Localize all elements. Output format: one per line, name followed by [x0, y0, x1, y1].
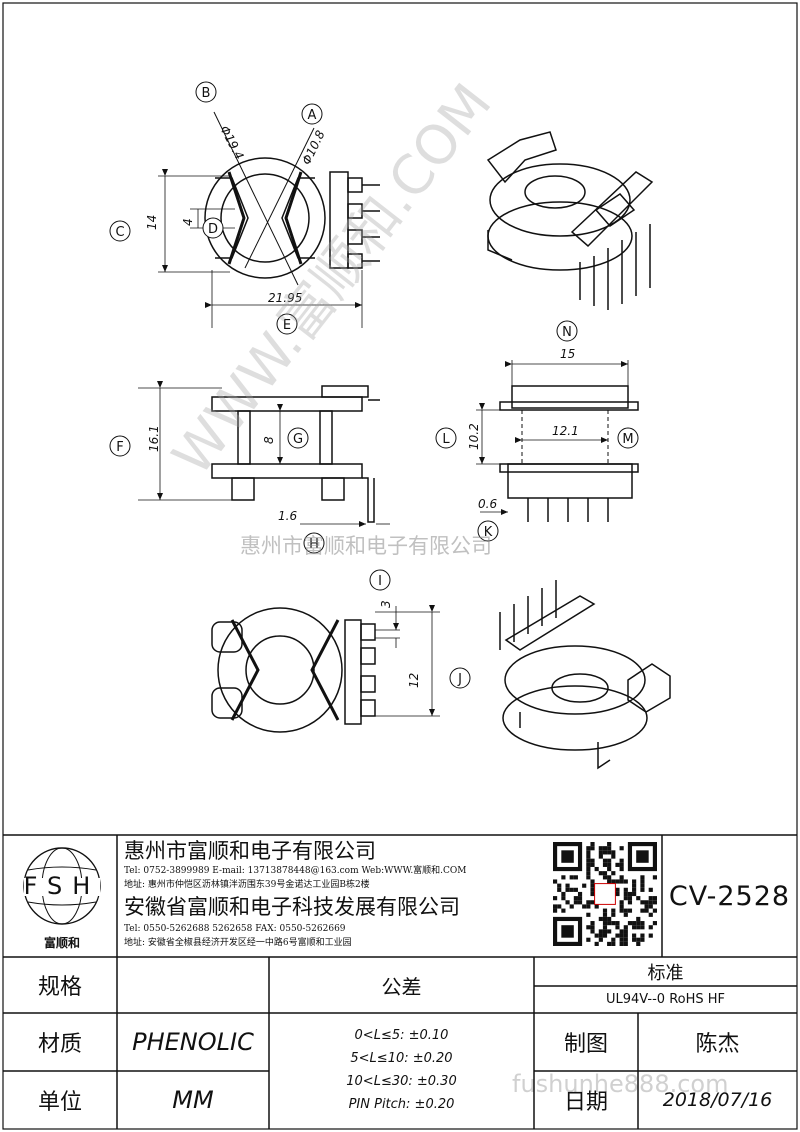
dim-12-1: 12.1	[552, 424, 579, 438]
tolerance-line: PIN Pitch: ±0.20	[348, 1097, 455, 1112]
front-view	[476, 360, 639, 522]
callout-M: M	[622, 432, 633, 447]
callout-G: G	[293, 432, 303, 447]
dim-14: 14	[145, 215, 159, 230]
qr-code	[553, 842, 657, 946]
logo-letters: FSH	[23, 872, 101, 900]
spec-label: 规格	[37, 975, 82, 1000]
callout-F: F	[116, 440, 123, 455]
company1-contact: Tel: 0752-3899989 E-mail: 13713878448@16…	[124, 866, 467, 876]
dim-3: 3	[379, 600, 393, 608]
dim-8: 8	[262, 436, 276, 444]
callout-A: A	[308, 108, 317, 123]
url-watermark: fushunhe888.com	[512, 1070, 729, 1098]
part-number: CV-2528	[668, 880, 791, 912]
callout-letters: B A C D E F G L M N H K I J	[115, 86, 633, 687]
top-view	[158, 111, 380, 328]
unit-label: 单位	[37, 1090, 82, 1115]
tolerance-line: 0<L≤5: ±0.10	[354, 1028, 449, 1043]
standard-label: 标准	[647, 962, 684, 984]
dim-16-1: 16.1	[147, 425, 161, 452]
callout-H: H	[309, 537, 319, 552]
dim-12: 12	[407, 673, 421, 688]
company-info: 惠州市富顺和电子有限公司 Tel: 0752-3899989 E-mail: 1…	[124, 838, 554, 950]
company1-name: 惠州市富顺和电子有限公司	[124, 839, 376, 863]
company1-address: 地址: 惠州市仲恺区沥林镇泮沥围东39号金诺达工业园B栋2楼	[124, 880, 370, 890]
callout-K: K	[484, 525, 493, 540]
company-logo: FSH 富顺和	[12, 842, 112, 952]
tolerance-line: 10<L≤30: ±0.30	[346, 1074, 457, 1089]
tolerance-label: 公差	[381, 974, 422, 999]
callout-L: L	[442, 432, 450, 447]
date-value: 2018/07/16	[662, 1089, 773, 1111]
callout-C: C	[115, 225, 124, 240]
callout-B: B	[202, 86, 211, 101]
dim-21-95: 21.95	[268, 291, 302, 305]
company2-address: 地址: 安徽省全椒县经济开发区经一中路6号富顺和工业园	[124, 938, 352, 948]
side-view	[138, 381, 390, 527]
dim-4: 4	[181, 218, 195, 226]
drawn-value: 陈杰	[695, 1032, 740, 1057]
dim-1-6: 1.6	[278, 509, 297, 523]
dim-phi10: Φ10.8	[299, 128, 328, 167]
material-value: PHENOLIC	[132, 1028, 254, 1056]
material-label: 材质	[37, 1032, 82, 1057]
callout-N: N	[562, 325, 572, 340]
company2-contact: Tel: 0550-5262688 5262658 FAX: 0550-5262…	[124, 924, 346, 934]
callout-markers	[109, 81, 639, 689]
unit-value: MM	[172, 1086, 214, 1114]
callout-D: D	[208, 222, 218, 237]
company2-name: 安徽省富顺和电子科技发展有限公司	[124, 895, 460, 919]
dim-0-6: 0.6	[478, 497, 497, 511]
drawn-label: 制图	[563, 1032, 608, 1057]
date-label: 日期	[563, 1090, 608, 1115]
logo-caption: 富顺和	[43, 936, 80, 950]
callout-J: J	[457, 672, 462, 687]
tolerance-line: 5<L≤10: ±0.20	[350, 1051, 453, 1066]
standard-value: UL94V--0 RoHS HF	[605, 992, 726, 1007]
callout-I: I	[378, 574, 382, 589]
tolerance-list: 0<L≤5: ±0.10 5<L≤10: ±0.20 10<L≤30: ±0.3…	[269, 1024, 534, 1116]
iso-view-top	[486, 131, 654, 310]
bottom-view	[211, 605, 440, 733]
dim-10-2: 10.2	[467, 423, 481, 450]
callout-E: E	[283, 318, 291, 333]
company-watermark: 惠州市富顺和电子有限公司	[240, 534, 492, 558]
iso-view-bottom	[499, 580, 671, 770]
dim-15: 15	[560, 347, 575, 361]
dim-phi19: Φ19.4	[217, 123, 246, 162]
